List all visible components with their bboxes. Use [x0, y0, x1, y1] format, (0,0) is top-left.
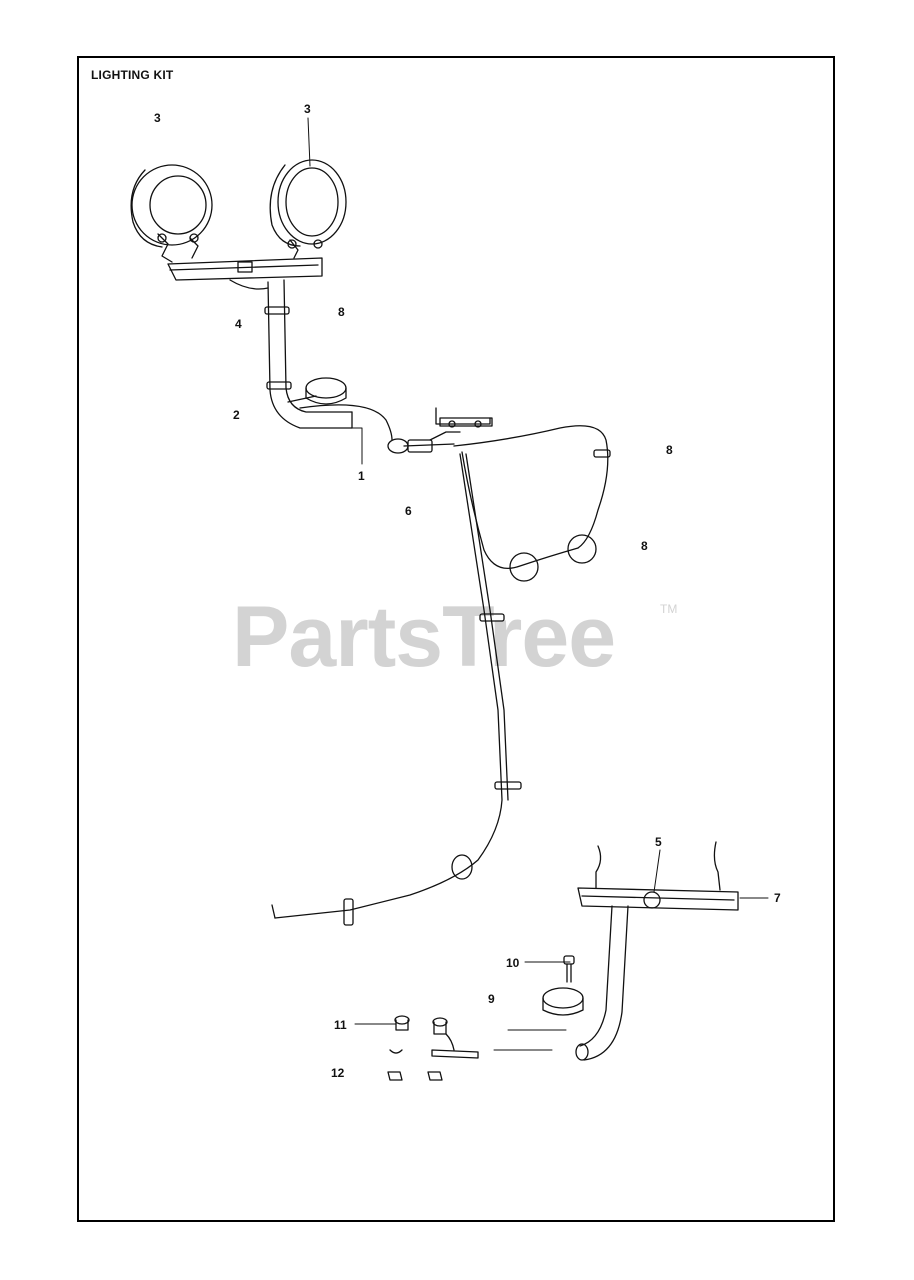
- callout-10: 10: [506, 956, 520, 970]
- callout-8-right-lower: 8: [641, 539, 648, 553]
- tube-part: [265, 280, 352, 428]
- wire-harness-part: [272, 405, 610, 925]
- diagram-title: LIGHTING KIT: [91, 68, 174, 82]
- right-lamp-part: [270, 160, 346, 258]
- callout-2: 2: [233, 408, 240, 422]
- watermark: PartsTree: [232, 589, 616, 685]
- diagram-frame: [77, 56, 835, 1222]
- hardware-part: [388, 1016, 478, 1080]
- callout-11: 11: [334, 1018, 347, 1032]
- callout-3-left: 3: [154, 111, 161, 125]
- bottom-mounting-bar-part: [578, 842, 738, 910]
- bolt-part: [564, 956, 574, 982]
- callout-8-right-upper: 8: [666, 443, 673, 457]
- callout-6: 6: [405, 504, 412, 518]
- callout-3-right: 3: [304, 102, 311, 116]
- callout-12: 12: [331, 1066, 345, 1080]
- top-clamp-part: [306, 378, 346, 404]
- left-lamp-part: [131, 165, 212, 262]
- callout-leaders: [308, 118, 768, 1050]
- bottom-clamp-part: [543, 988, 583, 1015]
- callout-5: 5: [655, 835, 662, 849]
- callout-1: 1: [358, 469, 365, 483]
- bottom-tube-part: [576, 906, 628, 1060]
- callout-4: 4: [235, 317, 242, 331]
- callout-9: 9: [488, 992, 495, 1006]
- top-mounting-bar-part: [168, 258, 322, 289]
- callout-7: 7: [774, 891, 781, 905]
- callout-8-top: 8: [338, 305, 345, 319]
- watermark-trademark: TM: [660, 602, 678, 616]
